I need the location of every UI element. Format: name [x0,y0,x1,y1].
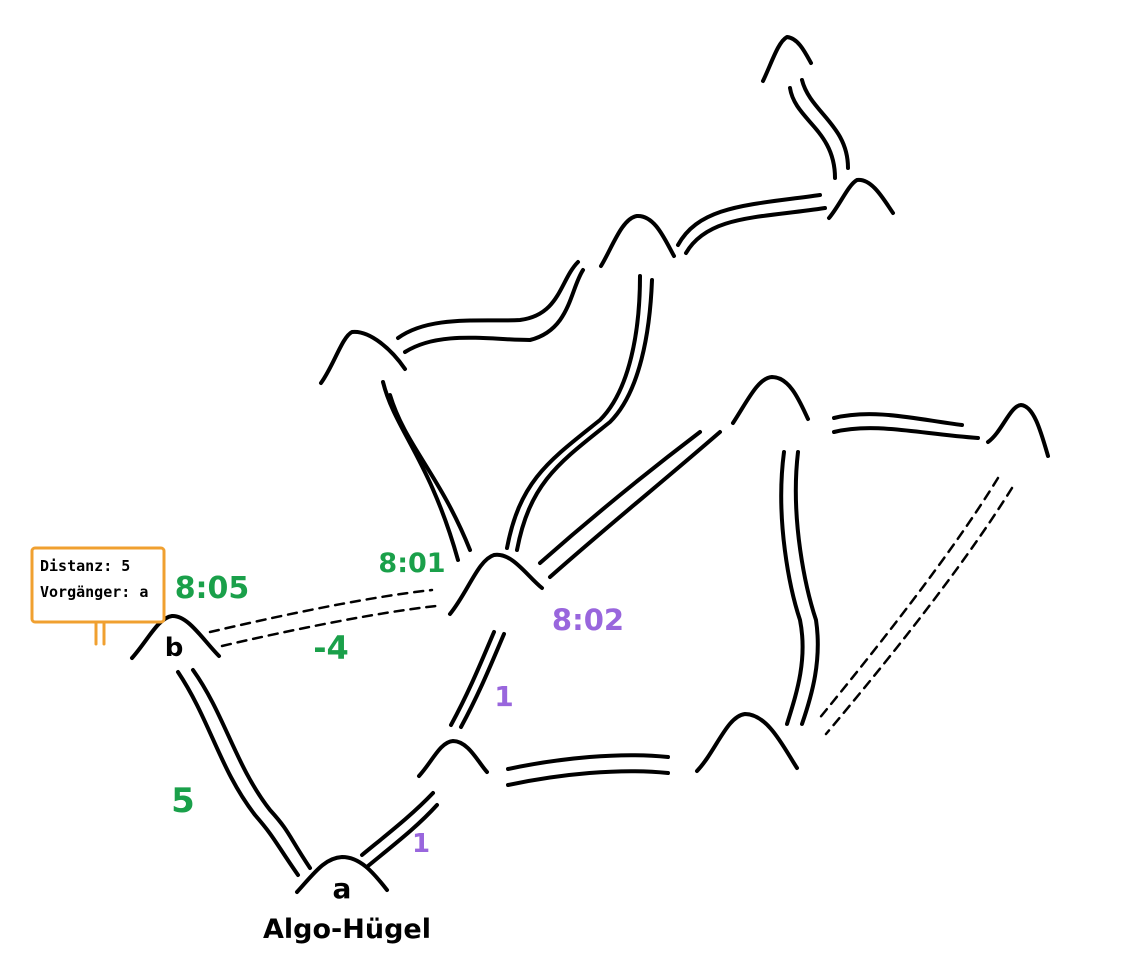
dashed-edge-far-right-lower-right-line1 [816,476,1000,722]
weight-label-a-up: 1 [412,829,430,859]
road-lower-middle-lower-right-line1 [506,753,670,771]
road-a-lower-middle-line1 [360,791,435,857]
hill-a [295,855,389,894]
dashed-edge-b-center-line2 [220,604,438,648]
hill-upper-middle [599,214,676,268]
info-sign-frame [30,546,166,624]
road-upper-middle-upper-right-line1 [676,193,822,247]
hill-center [448,552,544,616]
road-mid-right-far-right-line2 [832,426,980,440]
weight-label-a-b: 5 [171,781,195,821]
road-a-b-line1 [176,670,300,877]
dashed-edge-b-center-line1 [208,588,434,634]
sign-distance-text: Distanz: 5 [40,557,130,575]
hill-b [130,614,221,660]
info-sign: Distanz: 5 Vorgänger: a [30,546,166,646]
road-a-b-line2 [191,668,312,870]
road-center-mid-right-line2 [548,430,722,579]
time-label-center-top: 8:01 [378,548,445,579]
node-a-caption: Algo-Hügel [263,914,431,945]
road-lower-middle-lower-right-line2 [506,769,670,787]
road-lower-right-mid-right-line1 [779,450,805,726]
hill-far-right [986,403,1050,458]
hill-lower-middle [417,739,489,778]
weight-label-b-center: -4 [313,629,349,667]
road-upper-middle-upper-right-line2 [684,206,827,255]
dashed-edge-far-right-lower-right-line2 [824,486,1014,736]
hill-top [761,35,813,83]
node-label-b: b [165,633,184,663]
hill-upper-right [827,177,895,220]
road-center-mid-right-line1 [538,430,702,565]
road-mid-right-far-right-line1 [832,412,964,427]
node-label-a: a [333,872,352,905]
road-center-upper-middle-line1 [505,274,642,550]
hill-upper-left [319,329,407,385]
road-lower-right-mid-right-line2 [793,450,820,726]
sign-predecessor-text: Vorgänger: a [40,583,148,601]
road-lower-middle-center-line1 [449,630,496,727]
road-upper-left-upper-middle-line1 [396,260,580,340]
road-upper-right-top-line2 [800,78,850,170]
hill-lower-right [695,712,799,773]
time-label-b: 8:05 [175,571,250,606]
time-label-center-right: 8:02 [552,603,624,637]
hill-mid-right [731,375,810,425]
road-upper-right-top-line1 [788,86,837,180]
road-center-upper-left-line1 [381,380,460,562]
weight-label-center-down: 1 [494,680,513,713]
road-center-upper-middle-line2 [515,278,654,552]
road-a-lower-middle-line2 [366,803,439,868]
road-upper-left-upper-middle-line2 [403,268,585,354]
road-lower-middle-center-line2 [459,632,506,729]
road-center-upper-left-line2 [388,393,472,552]
